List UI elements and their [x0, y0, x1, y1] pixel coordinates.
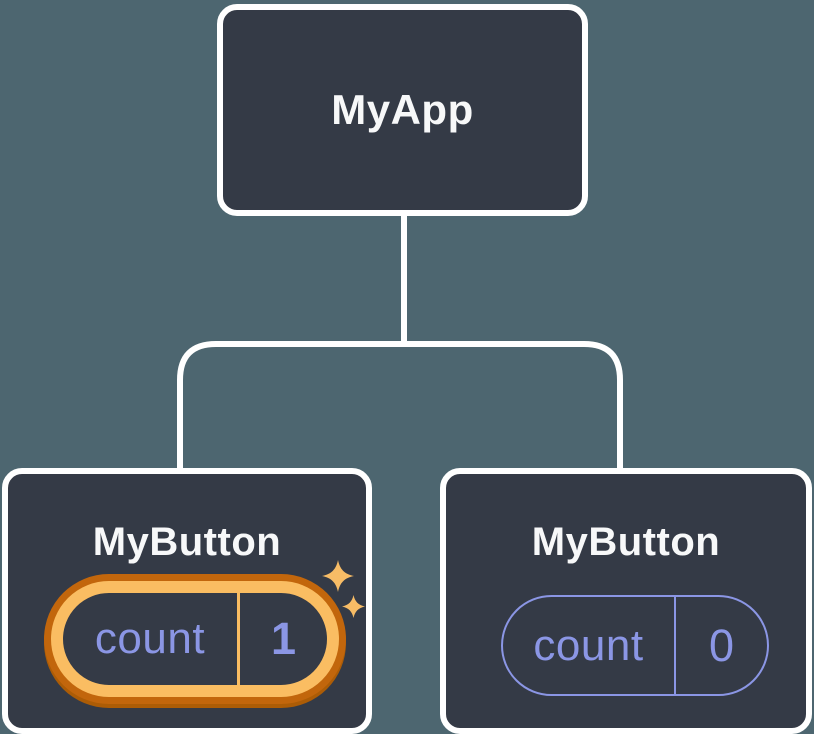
node-mybutton-left: MyButton count 1	[2, 468, 372, 734]
state-pill-highlighted: count 1	[51, 581, 339, 697]
state-key-label: count	[94, 614, 206, 663]
pill-divider	[674, 597, 676, 694]
state-key-label: count	[533, 620, 644, 670]
state-pill-plain: count 0	[501, 595, 769, 696]
state-value-label: 0	[708, 619, 735, 671]
node-myapp-label: MyApp	[331, 86, 474, 133]
state-key-cell: count	[503, 597, 674, 694]
state-value-label: 1	[270, 613, 297, 664]
state-value-cell: 0	[676, 597, 767, 694]
node-mybutton-right: MyButton count 0	[440, 468, 812, 734]
node-mybutton-right-label: MyButton	[531, 520, 721, 564]
state-value-cell: 1	[240, 593, 327, 685]
pill-divider	[237, 593, 240, 685]
node-myapp: MyApp	[217, 4, 588, 216]
node-mybutton-left-label: MyButton	[92, 520, 282, 564]
state-key-cell: count	[63, 593, 237, 685]
